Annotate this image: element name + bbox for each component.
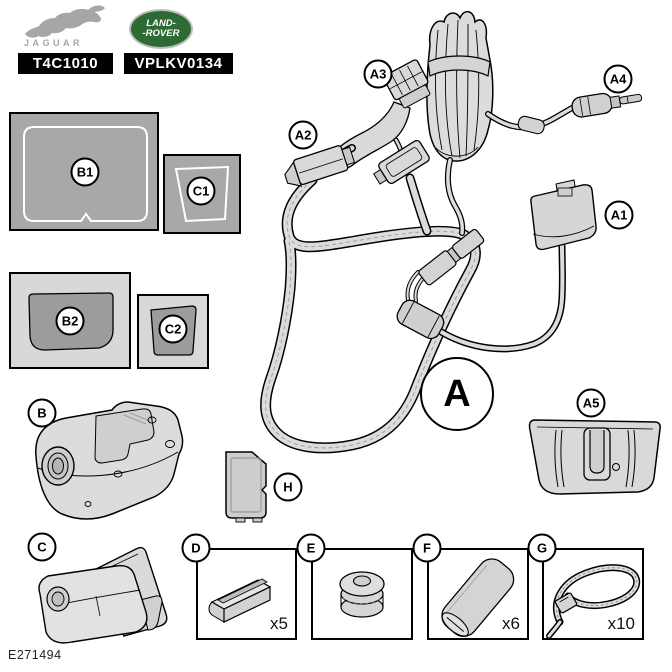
- callout-b2: B2: [55, 306, 85, 336]
- mount-bracket-a5: [528, 419, 661, 495]
- sd-card-h: [225, 451, 267, 523]
- grommet-e: [339, 571, 385, 618]
- connector-a2: [284, 145, 356, 187]
- quantity-label-f: x6: [502, 614, 520, 633]
- connector-a3: [383, 59, 431, 109]
- kit-box-g: x10: [542, 548, 644, 640]
- callout-a2: A2: [288, 120, 318, 150]
- callout-a5: A5: [576, 388, 606, 418]
- callout-d: D: [181, 533, 211, 563]
- landrover-logo: LAND- -ROVER: [129, 9, 193, 49]
- callout-a4: A4: [603, 64, 633, 94]
- foam-pad-f: [441, 558, 515, 637]
- camera-bracket-c: [38, 546, 168, 644]
- connector-branch: [372, 139, 430, 185]
- jaguar-logo-icon: [25, 5, 105, 38]
- kit-box-d: x5: [196, 548, 297, 640]
- landrover-part-code: VPLKV0134: [124, 53, 233, 74]
- callout-e: E: [296, 533, 326, 563]
- callout-c1: C1: [186, 176, 216, 206]
- figure-number: E271494: [8, 648, 62, 662]
- camera-cable-run: [396, 157, 566, 353]
- kit-box-e: [311, 548, 413, 640]
- aux-jack-cable: [485, 92, 643, 135]
- landrover-brand-line2: -ROVER: [142, 28, 180, 39]
- callout-a-main: A: [420, 357, 494, 431]
- jaguar-brand-text: JAGUAR: [24, 38, 84, 48]
- cable-clip-d: [208, 578, 272, 623]
- ferrite-bead: [396, 299, 445, 340]
- coiled-cable-bundle: [426, 10, 494, 162]
- pad-c1-illustration: [163, 154, 241, 234]
- quantity-label-d: x5: [270, 614, 288, 633]
- callout-a3: A3: [363, 59, 393, 89]
- inline-connector-pair: [418, 228, 485, 286]
- harness-y-connectors: [284, 59, 431, 187]
- camera-bracket-b: [35, 401, 184, 520]
- kit-box-f: x6: [427, 548, 529, 640]
- quantity-label-g: x10: [607, 614, 635, 633]
- callout-g: G: [527, 533, 557, 563]
- harness-ribbon-cable: [260, 173, 481, 454]
- callout-f: F: [412, 533, 442, 563]
- callout-a1: A1: [604, 200, 634, 230]
- callout-b1: B1: [70, 157, 100, 187]
- camera-module-a1: [530, 179, 597, 251]
- landrover-brand-line1: LAND-: [146, 18, 176, 29]
- callout-c: C: [27, 532, 57, 562]
- jack-plug-a4: [571, 92, 643, 118]
- callout-c2: C2: [158, 314, 188, 344]
- callout-b: B: [27, 398, 57, 428]
- jaguar-part-code: T4C1010: [18, 53, 113, 74]
- callout-h: H: [273, 472, 303, 502]
- cable-tie-g: [546, 564, 641, 639]
